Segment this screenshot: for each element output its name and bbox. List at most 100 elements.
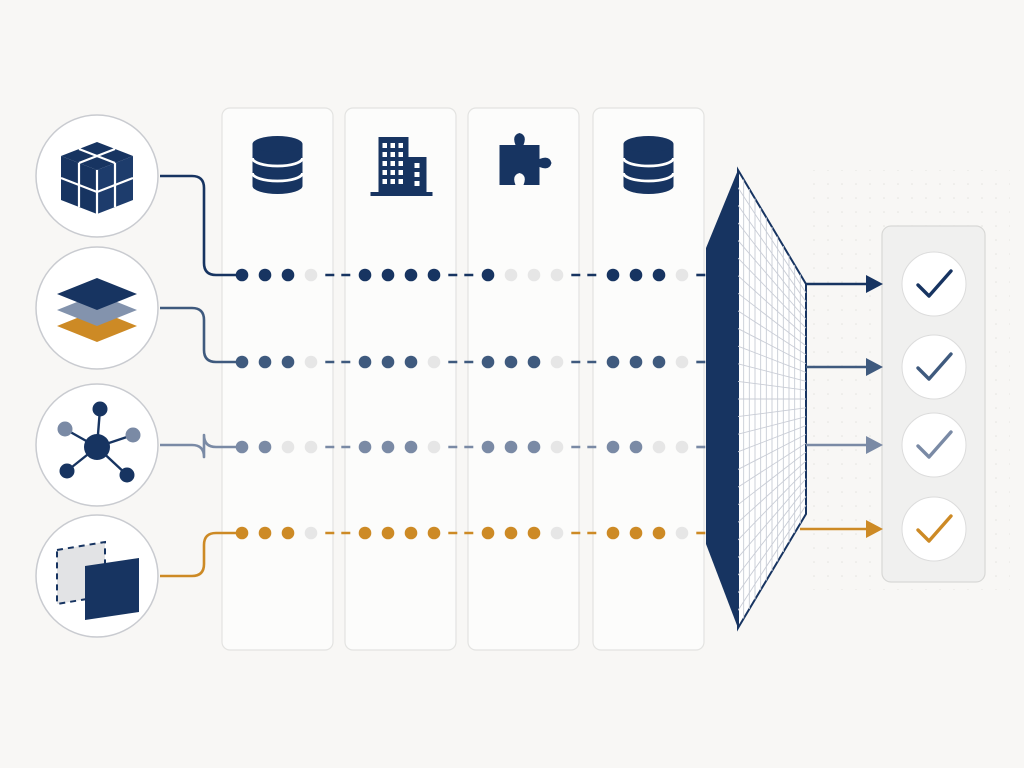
level-dot xyxy=(404,440,418,454)
source-node-1 xyxy=(35,114,159,238)
source-node-4 xyxy=(35,514,159,638)
check-panel xyxy=(881,225,986,583)
column-panel-4 xyxy=(592,107,705,651)
level-dot xyxy=(427,526,441,540)
arrowhead xyxy=(866,436,883,454)
level-dot xyxy=(652,268,666,282)
level-dot xyxy=(652,440,666,454)
level-dot xyxy=(235,526,249,540)
level-dot xyxy=(381,355,395,369)
level-dot xyxy=(358,440,372,454)
frames-icon xyxy=(56,540,139,620)
level-dot xyxy=(258,440,272,454)
network-icon xyxy=(57,401,141,483)
level-dot xyxy=(527,268,541,282)
output-check-2 xyxy=(901,334,967,400)
level-dot xyxy=(258,268,272,282)
level-dot xyxy=(235,440,249,454)
level-dot xyxy=(281,526,295,540)
output-check-1 xyxy=(901,251,967,317)
connector-line-1 xyxy=(160,174,236,277)
level-dot xyxy=(381,268,395,282)
level-dot xyxy=(481,440,495,454)
column-panel-3 xyxy=(467,107,580,651)
level-dot xyxy=(304,440,318,454)
level-dot xyxy=(235,355,249,369)
level-dot xyxy=(675,440,689,454)
arrowhead xyxy=(866,358,883,376)
level-dot xyxy=(629,440,643,454)
check-icon xyxy=(916,269,953,298)
level-dot xyxy=(304,526,318,540)
level-dot xyxy=(675,526,689,540)
connector-line-2 xyxy=(160,306,236,364)
level-dot xyxy=(481,355,495,369)
cube-icon xyxy=(60,142,134,214)
check-icon xyxy=(916,430,953,459)
level-dot xyxy=(258,355,272,369)
level-dot xyxy=(652,526,666,540)
column-panel-1 xyxy=(221,107,334,651)
level-dot xyxy=(606,526,620,540)
level-dot xyxy=(629,268,643,282)
level-dot xyxy=(404,268,418,282)
check-circle xyxy=(901,496,967,562)
level-dot xyxy=(504,268,518,282)
level-dot xyxy=(281,268,295,282)
grid-filter-icon xyxy=(706,166,807,632)
level-dot xyxy=(258,526,272,540)
level-dot xyxy=(606,355,620,369)
level-dot xyxy=(481,268,495,282)
puzzle-icon xyxy=(499,133,552,185)
level-dot xyxy=(281,355,295,369)
level-dot xyxy=(304,268,318,282)
source-node-3 xyxy=(35,383,159,507)
arrowhead xyxy=(866,275,883,293)
level-dot xyxy=(550,526,564,540)
level-dot xyxy=(358,526,372,540)
connector-line-4 xyxy=(160,531,236,578)
level-dot xyxy=(504,355,518,369)
level-dot xyxy=(675,355,689,369)
level-dot xyxy=(358,355,372,369)
level-dot xyxy=(381,526,395,540)
level-dot xyxy=(527,526,541,540)
level-dot xyxy=(404,526,418,540)
level-dot xyxy=(427,268,441,282)
database-icon xyxy=(622,136,675,194)
database-icon xyxy=(251,136,304,194)
level-dot xyxy=(381,440,395,454)
output-check-3 xyxy=(901,412,967,478)
level-dot xyxy=(404,355,418,369)
building-icon xyxy=(370,137,433,196)
check-circle xyxy=(901,412,967,478)
level-dot xyxy=(527,440,541,454)
column-panel-2 xyxy=(344,107,457,651)
check-circle xyxy=(901,251,967,317)
check-circle xyxy=(901,334,967,400)
level-dot xyxy=(629,526,643,540)
level-dot xyxy=(675,268,689,282)
level-dot xyxy=(304,355,318,369)
level-dot xyxy=(652,355,666,369)
layers-icon xyxy=(57,278,137,342)
level-dot xyxy=(504,526,518,540)
level-dot xyxy=(550,440,564,454)
level-dot xyxy=(606,268,620,282)
level-dot xyxy=(550,268,564,282)
level-dot xyxy=(281,440,295,454)
arrowhead xyxy=(866,520,883,538)
output-check-4 xyxy=(901,496,967,562)
check-icon xyxy=(916,352,953,381)
level-dot xyxy=(427,355,441,369)
filter-edge xyxy=(706,170,738,628)
connector-line-3 xyxy=(160,433,236,459)
level-dot xyxy=(550,355,564,369)
level-dot xyxy=(527,355,541,369)
level-dot xyxy=(606,440,620,454)
level-dot xyxy=(481,526,495,540)
source-node-2 xyxy=(35,246,159,370)
level-dot xyxy=(427,440,441,454)
